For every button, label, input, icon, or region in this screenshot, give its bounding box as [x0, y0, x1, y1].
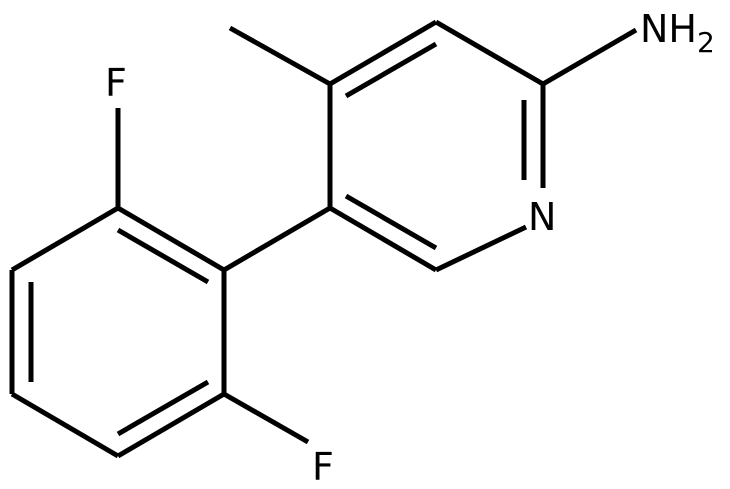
bond-c1prime-c2prime — [116, 205, 226, 273]
bond-c2prime-c3prime — [10, 205, 120, 273]
fluorine-top-label: F — [105, 61, 127, 105]
fluorine-bottom-label: F — [312, 445, 334, 489]
amine-main-text: NH — [640, 7, 697, 51]
bond-c1prime-c2prime-inner — [116, 227, 210, 285]
amine-subscript-text: 2 — [697, 26, 715, 59]
amine-label: NH2 — [640, 7, 715, 59]
bond-c4-c3-inner — [344, 41, 438, 99]
bond-methyl — [228, 25, 332, 87]
bond-c6-c5-inner — [344, 193, 438, 251]
bond-c5-c1prime — [222, 205, 332, 273]
bond-c5prime-c6prime-inner — [116, 379, 210, 437]
ring-nitrogen-label: N — [528, 195, 556, 239]
bond-n-c6 — [434, 224, 528, 273]
bond-c5prime-c6prime — [116, 391, 226, 459]
bond-c3-c2 — [434, 19, 545, 87]
bond-c4prime-c5prime — [10, 391, 120, 459]
bond-c2-nh2 — [541, 27, 638, 87]
bond-c6-c5 — [328, 205, 438, 273]
bond-c6prime-f — [222, 391, 310, 445]
bond-c4-c3 — [328, 19, 438, 87]
